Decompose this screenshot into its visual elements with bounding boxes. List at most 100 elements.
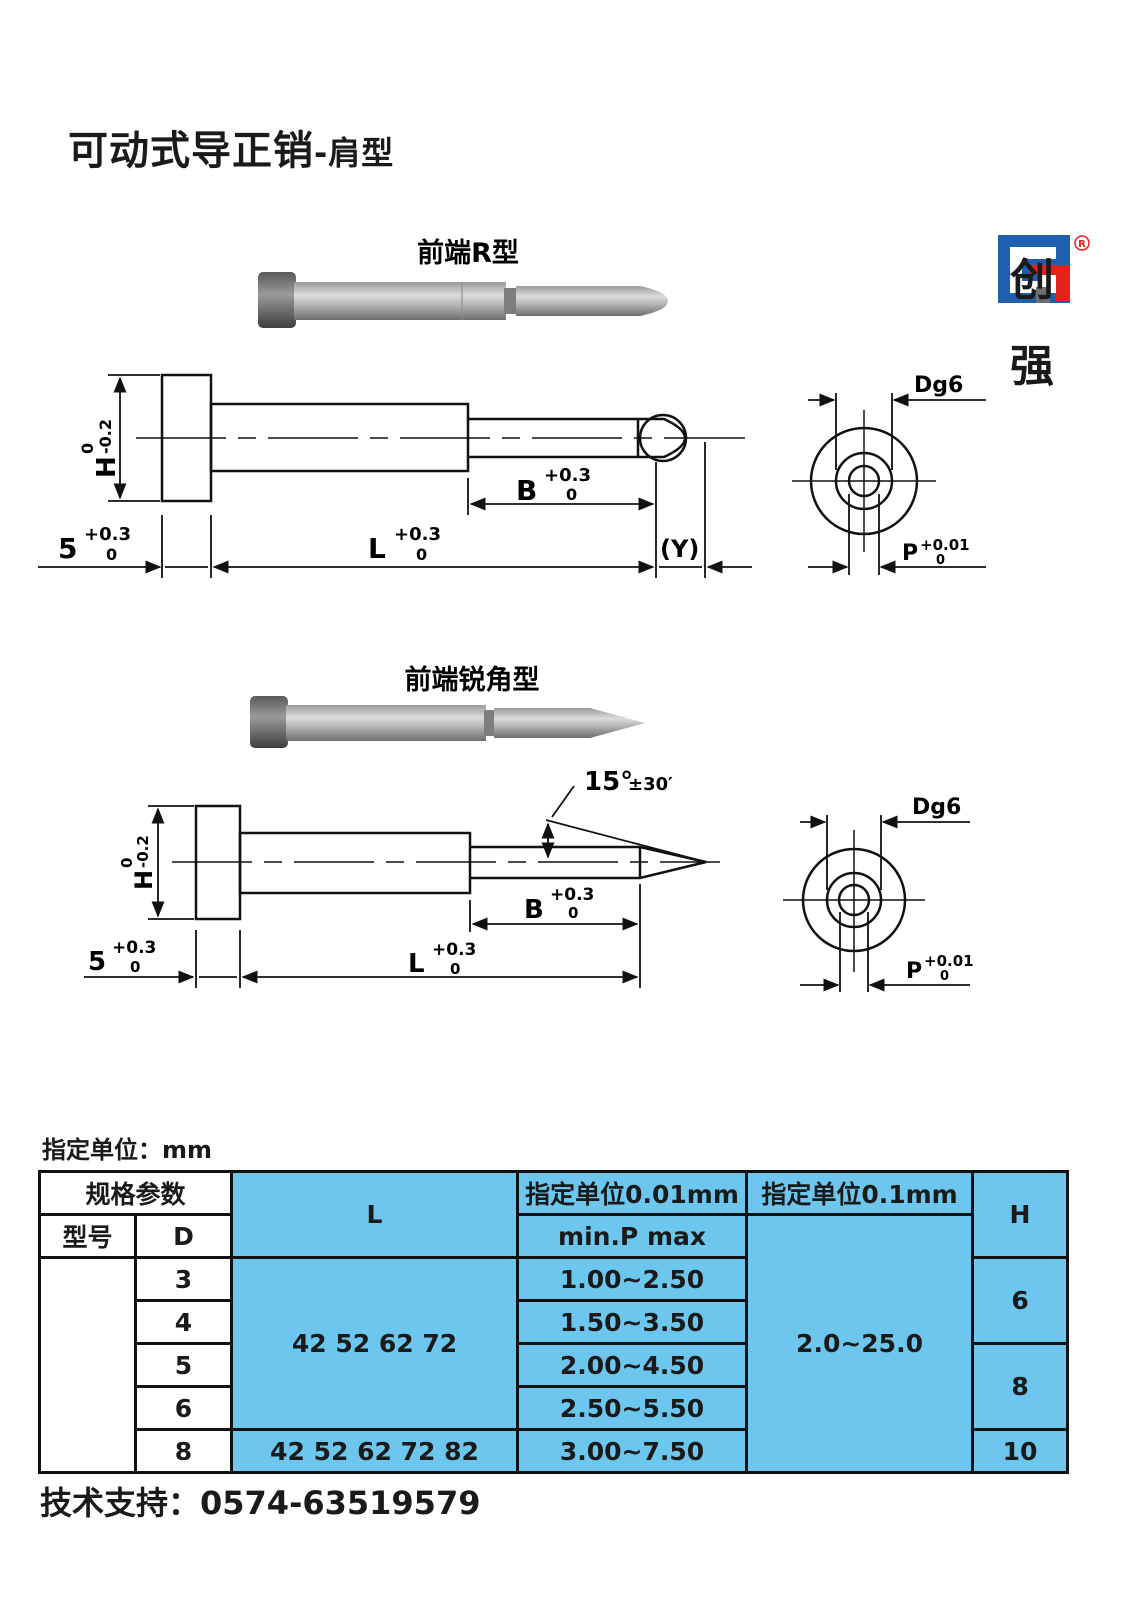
table-row: 5 2.00~4.50 8 bbox=[40, 1342, 1070, 1431]
cell-h: 10 bbox=[971, 1428, 1070, 1474]
dim-end-r-texts: Dg6 P +0.01 0 bbox=[902, 373, 970, 568]
svg-text:(Y): (Y) bbox=[660, 535, 699, 563]
registered-mark-letter: R bbox=[1078, 239, 1086, 250]
figure-r-label: 前端R型 bbox=[417, 237, 519, 269]
svg-text:Dg6: Dg6 bbox=[912, 795, 961, 820]
cell-d: 3 bbox=[133, 1256, 234, 1302]
cell-h: 8 bbox=[971, 1342, 1070, 1431]
svg-text:+0.3: +0.3 bbox=[544, 465, 591, 486]
header-p-unit: 指定单位0.01mm bbox=[516, 1170, 749, 1216]
svg-text:H: H bbox=[92, 456, 122, 478]
table-row: 8 42 52 62 72 82 3.00~7.50 10 bbox=[40, 1428, 1070, 1474]
svg-text:0: 0 bbox=[450, 960, 460, 978]
dim-r-texts: 5 +0.3 0 L +0.3 0 B +0.3 0 (Y) bbox=[58, 465, 699, 565]
dim-h-sharp bbox=[148, 805, 194, 920]
svg-text:0: 0 bbox=[566, 485, 577, 504]
svg-text:0: 0 bbox=[936, 553, 945, 568]
svg-text:5: 5 bbox=[58, 532, 77, 565]
pin-r-photo bbox=[258, 272, 668, 328]
header-h: H bbox=[971, 1170, 1070, 1259]
dim-h-sharp-text: H 0 -0.2 bbox=[118, 835, 158, 890]
pin-r-end-view bbox=[792, 410, 936, 552]
cell-p-range: 2.00~4.50 bbox=[516, 1342, 749, 1388]
dim-h-r bbox=[108, 374, 160, 502]
cell-y-range: 2.0~25.0 bbox=[745, 1213, 975, 1474]
table-row: 3 42 52 62 72 1.00~2.50 6 bbox=[38, 1256, 1070, 1474]
dim-bottom-r bbox=[38, 442, 752, 578]
svg-text:±30′: ±30′ bbox=[628, 774, 673, 795]
svg-text:0: 0 bbox=[130, 958, 140, 976]
title-suffix: -肩型 bbox=[314, 134, 395, 172]
brand-char-1: 创 bbox=[1010, 255, 1054, 306]
dim-end-sharp bbox=[800, 815, 970, 992]
logo-red-shape bbox=[1030, 265, 1070, 301]
svg-text:5: 5 bbox=[88, 947, 106, 977]
svg-text:B: B bbox=[516, 474, 537, 507]
header-y-unit: 指定单位0.1mm bbox=[745, 1170, 975, 1216]
svg-text:B: B bbox=[524, 895, 544, 925]
dim-sharp-texts: 5 +0.3 0 L +0.3 0 B +0.3 0 bbox=[88, 885, 594, 979]
title-main: 可动式导正销 bbox=[68, 128, 314, 174]
cell-l-group: 42 52 62 72 bbox=[230, 1256, 520, 1431]
table-row: 型号 D min.P max 2.0~25.0 bbox=[38, 1213, 1068, 1474]
tech-support: 技术支持：0574-63519579 bbox=[40, 1484, 481, 1522]
svg-text:+0.01: +0.01 bbox=[920, 536, 970, 554]
table-row: 规格参数 L 指定单位0.01mm 指定单位0.1mm H bbox=[37, 1170, 1070, 1259]
angle-annotation bbox=[541, 785, 707, 863]
dim-end-sharp-texts: Dg6 P +0.01 0 bbox=[906, 795, 974, 984]
cell-d: 4 bbox=[133, 1299, 234, 1345]
header-d: D bbox=[133, 1213, 234, 1259]
cell-h: 6 bbox=[971, 1256, 1070, 1345]
cell-p-range: 1.00~2.50 bbox=[516, 1256, 749, 1302]
svg-text:+0.3: +0.3 bbox=[84, 524, 131, 545]
pin-sharp-side-view bbox=[172, 804, 720, 921]
svg-text:+0.3: +0.3 bbox=[550, 885, 594, 905]
cell-d: 5 bbox=[133, 1342, 234, 1388]
angle-annotation-text: 15° ±30′ bbox=[584, 767, 673, 797]
cell-p-range: 2.50~5.50 bbox=[516, 1385, 749, 1431]
technical-drawing: 前端R型 H 0 -0.2 bbox=[38, 237, 986, 992]
cell-d: 6 bbox=[133, 1385, 234, 1431]
page-title: 可动式导正销-肩型 bbox=[68, 118, 394, 176]
svg-text:-0.2: -0.2 bbox=[134, 835, 152, 868]
registered-mark-icon bbox=[1074, 235, 1090, 251]
dim-end-r bbox=[808, 393, 986, 575]
cell-p-range: 1.50~3.50 bbox=[516, 1299, 749, 1345]
unit-note: 指定单位：mm bbox=[42, 1136, 213, 1164]
svg-text:+0.01: +0.01 bbox=[924, 952, 974, 970]
svg-text:0: 0 bbox=[78, 443, 97, 454]
pin-r-side-view bbox=[136, 373, 745, 503]
svg-text:0: 0 bbox=[940, 969, 949, 984]
pin-sharp-end-view bbox=[783, 830, 925, 972]
logo-letter-shape bbox=[1010, 247, 1056, 293]
table-row: 4 1.50~3.50 bbox=[40, 1299, 1068, 1345]
cell-l-last: 42 52 62 72 82 bbox=[230, 1428, 520, 1474]
svg-text:L: L bbox=[408, 949, 425, 979]
brand-char-2: 强 bbox=[1010, 341, 1054, 392]
svg-text:0: 0 bbox=[416, 545, 427, 564]
dim-bottom-sharp bbox=[84, 884, 641, 988]
svg-text:15°: 15° bbox=[584, 767, 633, 797]
header-l: L bbox=[230, 1170, 520, 1259]
pin-sharp-photo bbox=[250, 696, 645, 748]
header-spec: 规格参数 bbox=[37, 1170, 234, 1216]
spec-table: 规格参数 L 指定单位0.01mm 指定单位0.1mm H 型号 D min.P… bbox=[37, 1170, 1070, 1474]
cell-p-range: 3.00~7.50 bbox=[516, 1428, 749, 1474]
svg-text:0: 0 bbox=[118, 858, 136, 868]
brand-logo: R bbox=[998, 235, 1090, 303]
svg-text:P: P bbox=[902, 541, 918, 566]
cell-model bbox=[38, 1256, 137, 1474]
svg-text:0: 0 bbox=[568, 904, 578, 922]
figure-sharp-label: 前端锐角型 bbox=[405, 664, 540, 696]
dim-h-r-text: H 0 -0.2 bbox=[78, 419, 122, 478]
cell-d: 8 bbox=[133, 1428, 234, 1474]
svg-text:+0.3: +0.3 bbox=[394, 524, 441, 545]
header-model: 型号 bbox=[38, 1213, 137, 1259]
logo-gray-shape bbox=[1036, 287, 1050, 303]
svg-text:P: P bbox=[906, 959, 922, 984]
svg-text:L: L bbox=[368, 532, 386, 565]
svg-text:0: 0 bbox=[106, 545, 117, 564]
table-row: 6 2.50~5.50 bbox=[40, 1385, 1068, 1431]
svg-text:H: H bbox=[130, 870, 158, 890]
svg-text:+0.3: +0.3 bbox=[432, 940, 476, 960]
